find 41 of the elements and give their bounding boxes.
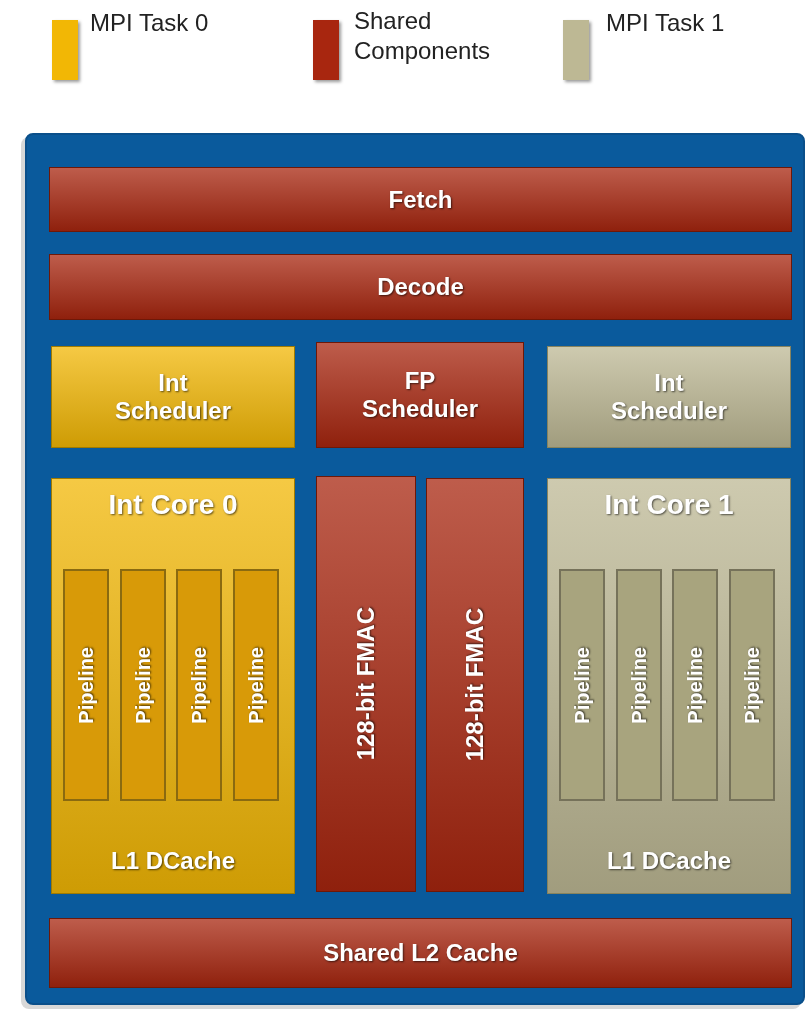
block-label: Pipeline (187, 646, 211, 724)
pipeline-block (63, 569, 109, 801)
block-label: L1 DCache (606, 847, 731, 875)
block-label: Int Scheduler (113, 369, 232, 425)
block-label: Pipeline (683, 646, 707, 724)
pipeline-block (729, 569, 775, 801)
pipeline-block (672, 569, 718, 801)
legend-label: MPI Task 0 (90, 8, 210, 38)
block-label: 128-bit FMAC (461, 608, 489, 762)
block-label: Int Scheduler (609, 369, 728, 425)
block-label: Fetch (388, 185, 453, 214)
block-label: Pipeline (740, 646, 764, 724)
block-label: 128-bit FMAC (352, 607, 380, 761)
pipeline-block (233, 569, 279, 801)
block-label: Pipeline (570, 646, 594, 724)
block-label: Pipeline (627, 646, 651, 724)
pipeline-block (559, 569, 605, 801)
fmac-unit-block (426, 478, 524, 892)
pipeline-block (176, 569, 222, 801)
legend-label: Shared Components (354, 6, 492, 66)
integer-unit-block (51, 346, 295, 448)
fmac-unit-block (316, 476, 416, 892)
integer-unit-block (547, 346, 791, 448)
shared-unit-block (49, 918, 792, 988)
integer-unit-block (51, 478, 295, 894)
block-label: L1 DCache (110, 847, 235, 875)
integer-unit-block (547, 478, 791, 894)
block-label: Decode (377, 273, 464, 301)
block-heading: Int Core 0 (108, 489, 238, 521)
block-label: Shared L2 Cache (323, 939, 518, 967)
pipeline-block (120, 569, 166, 801)
block-label: Pipeline (74, 646, 98, 724)
block-label: FP Scheduler (360, 367, 479, 423)
pipeline-block (616, 569, 662, 801)
block-heading: Int Core 1 (604, 489, 734, 521)
block-label: Pipeline (244, 646, 268, 724)
shared-unit-block (49, 254, 792, 320)
legend-label: MPI Task 1 (606, 8, 726, 38)
shared-unit-block (316, 342, 524, 448)
block-label: Pipeline (131, 646, 155, 724)
shared-unit-block (49, 167, 792, 232)
